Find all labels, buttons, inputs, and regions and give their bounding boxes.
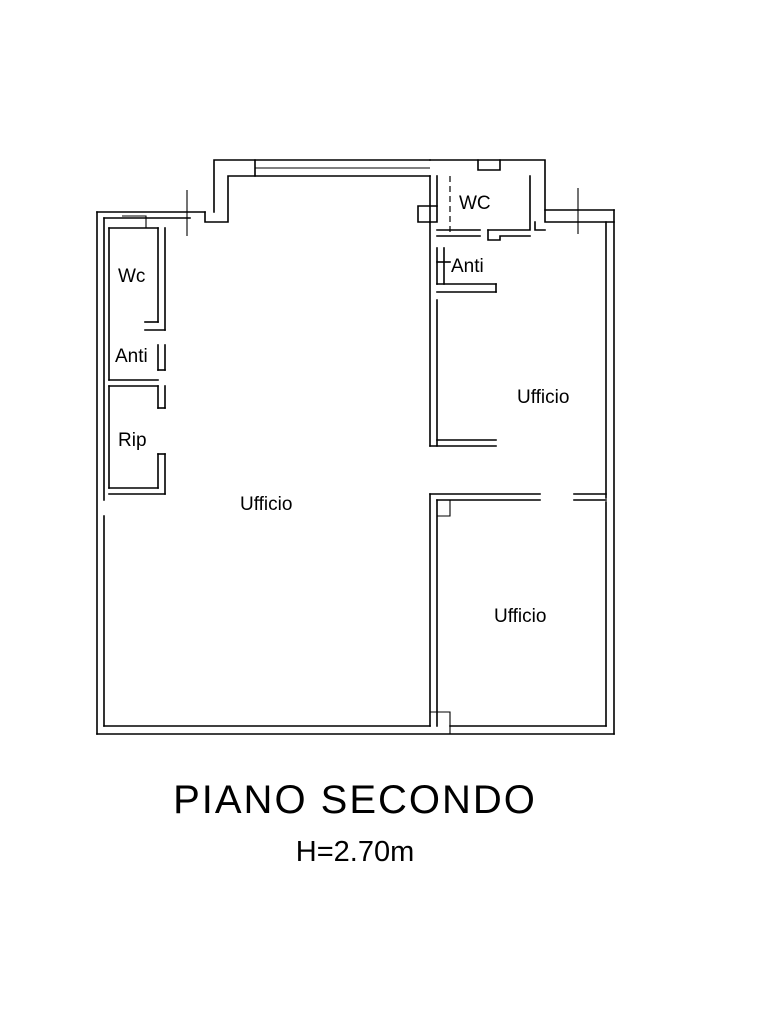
plan-title: PIANO SECONDO xyxy=(173,778,537,822)
ceiling-height-note: H=2.70m xyxy=(295,836,415,868)
outer-walls xyxy=(96,159,615,735)
left-service-block xyxy=(108,215,166,495)
room-label-anti-right: Anti xyxy=(451,256,484,277)
right-service-block xyxy=(417,175,531,293)
room-label-wc-right: WC xyxy=(459,193,491,214)
room-label-office-main: Ufficio xyxy=(240,494,292,515)
room-label-anti-left: Anti xyxy=(115,346,148,367)
central-partition xyxy=(429,221,607,734)
room-labels: Wc Anti Rip Ufficio WC Anti Ufficio Uffi… xyxy=(115,193,569,627)
room-label-wc-left: Wc xyxy=(118,266,145,287)
room-label-rip-left: Rip xyxy=(118,430,147,451)
structural-markers xyxy=(176,188,589,236)
room-label-office-upper-right: Ufficio xyxy=(517,387,569,408)
room-label-office-lower-right: Ufficio xyxy=(494,606,546,627)
